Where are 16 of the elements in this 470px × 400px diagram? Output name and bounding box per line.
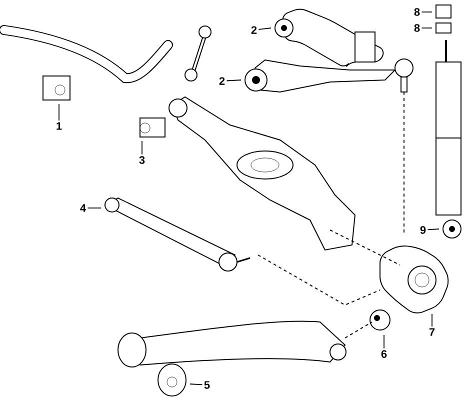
callout-number: 8 — [414, 8, 420, 16]
callout-number: 8 — [414, 24, 420, 32]
callout-number: 5 — [204, 381, 210, 389]
callout-number: 2 — [251, 26, 257, 34]
callout-number: 9 — [420, 226, 426, 234]
callout-number: 7 — [429, 328, 435, 336]
callout-number: 6 — [381, 350, 387, 358]
callout-number: 1 — [56, 122, 62, 130]
leader-line — [258, 28, 272, 30]
callout-number: 3 — [139, 156, 145, 164]
leader-line — [190, 384, 203, 386]
leader-line — [58, 104, 60, 121]
leader-line — [226, 80, 242, 82]
callout-number: 2 — [219, 77, 225, 85]
leader-line — [427, 228, 440, 230]
callout-number: 4 — [80, 204, 86, 212]
